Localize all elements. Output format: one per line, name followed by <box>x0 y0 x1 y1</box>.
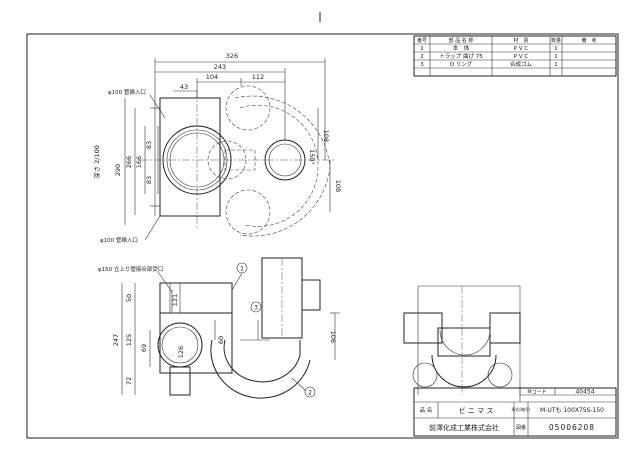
model-label: 形式(略号) <box>511 406 531 412</box>
dim-106: 106 <box>329 331 337 343</box>
callout-2 <box>304 386 316 398</box>
drawing-no-label: 図番 <box>516 424 526 431</box>
dim-60: 60 <box>217 336 225 344</box>
dim-150-angle: 150° <box>308 149 316 165</box>
table-row-qty: 1 <box>554 54 558 60</box>
table-row-material: 合成ゴム <box>510 60 533 68</box>
table-row-name: トラップ 曲げ 75 <box>439 52 483 60</box>
table-row-qty: 1 <box>554 62 558 68</box>
front-view: 1 3 2 φ150 立上り管接合部受口 247 50 125 72 69 12… <box>98 257 340 399</box>
svg-text:3: 3 <box>254 305 258 312</box>
dim-326: 326 <box>226 52 238 60</box>
table-header-material: 材 質 <box>513 37 528 44</box>
product-name-label: 品 名 <box>420 406 433 414</box>
dim-166: 166 <box>135 156 143 168</box>
title-block: Mコード 40454 品 名 ビ ニ マ ス 形式(略号) M-UTも 100X… <box>413 387 617 437</box>
table-row-name: 本 体 <box>453 44 470 52</box>
dim-121: 121 <box>171 294 179 306</box>
table-row-material: P V C <box>514 46 529 52</box>
dim-83-top: 83 <box>145 141 153 149</box>
table-row-qty: 1 <box>554 46 558 52</box>
dim-69: 69 <box>140 344 148 352</box>
dim-83-bottom: 83 <box>145 176 153 184</box>
sheet-border <box>26 33 619 439</box>
product-name: ビ ニ マ ス <box>459 406 494 415</box>
dim-266: 266 <box>125 156 133 168</box>
mcode-label: Mコード <box>527 390 546 396</box>
dim-50: 50 <box>125 294 133 302</box>
svg-text:2: 2 <box>308 390 312 397</box>
table-header-name: 部 品 名 称 <box>449 37 474 44</box>
inlet-label: φ100 管挿入口 <box>108 88 146 96</box>
callout-3 <box>250 301 262 313</box>
dim-108-top: 108 <box>322 130 330 142</box>
side-view <box>403 285 521 395</box>
plan-view: 326 243 104 112 43 290 266 166 83 83 深さ … <box>92 52 342 244</box>
table-row-no: 3 <box>420 62 424 68</box>
table-header-no: 番号 <box>417 37 427 44</box>
dim-108-bottom: 108 <box>334 180 342 192</box>
table-row-material: P V C <box>514 54 529 60</box>
parts-table: 番号 部 品 名 称 材 質 数量 備 考 1 本 体 P V C 1 2 トラ… <box>413 35 617 77</box>
table-header-note: 備 考 <box>581 37 596 44</box>
slope-label: 深さ 2/100 <box>92 145 101 179</box>
table-row-no: 1 <box>420 46 424 52</box>
drawing-number: 05006208 <box>549 423 595 432</box>
dim-72: 72 <box>125 377 133 385</box>
dim-290: 290 <box>114 164 122 176</box>
mcode-value: 40454 <box>575 389 594 396</box>
dim-247: 247 <box>112 334 120 346</box>
svg-text:1: 1 <box>240 266 244 273</box>
table-row-no: 2 <box>420 54 424 60</box>
dim-126: 126 <box>177 346 185 358</box>
riser-label: φ150 立上り管接合部受口 <box>98 265 163 273</box>
outlet-label: φ100 管挿入口 <box>100 236 138 244</box>
dim-243: 243 <box>214 63 226 71</box>
dim-112: 112 <box>252 73 264 81</box>
table-row-name: O リング <box>450 60 473 68</box>
dim-43: 43 <box>180 83 188 91</box>
table-header-qty: 数量 <box>551 37 561 44</box>
company-name: 前澤化成工業株式会社 <box>429 423 499 432</box>
dim-125: 125 <box>125 334 133 346</box>
dim-104: 104 <box>206 73 218 81</box>
model-value: M-UTも 100X75S-150 <box>540 407 604 414</box>
